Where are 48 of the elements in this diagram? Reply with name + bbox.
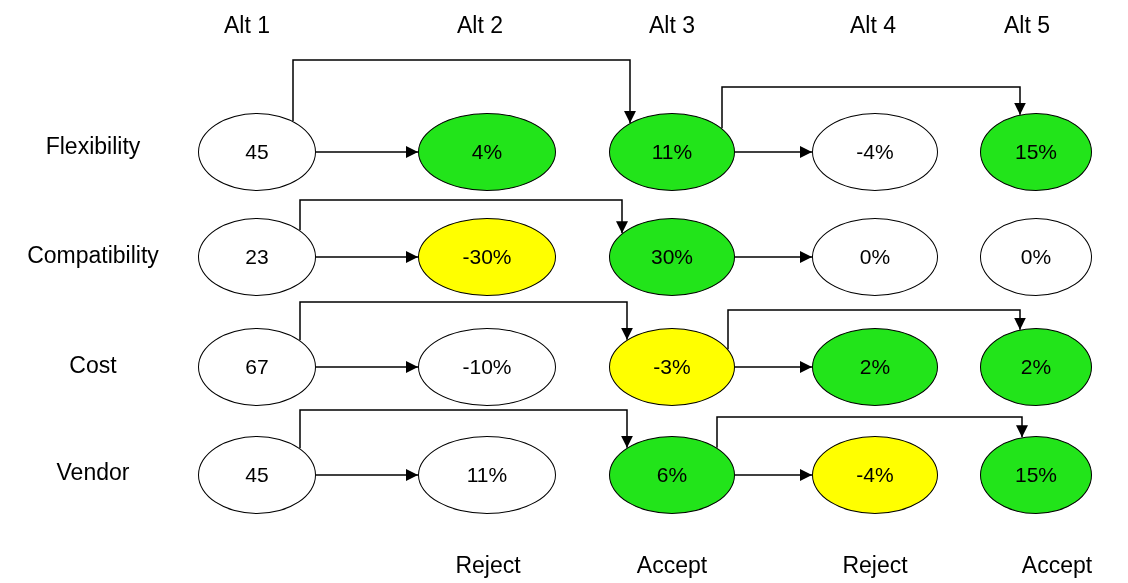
label: Accept — [1021, 551, 1093, 579]
value-text: -4% — [856, 140, 894, 164]
label: Cost — [69, 351, 117, 379]
arrow — [734, 251, 813, 263]
label: Compatibility — [27, 241, 159, 269]
label: Alt 2 — [457, 11, 503, 39]
value-text: 6% — [656, 463, 688, 487]
value-text: -30% — [462, 245, 512, 269]
label: Alt 5 — [1004, 11, 1050, 39]
arrow — [299, 199, 628, 234]
label: Vendor — [56, 458, 130, 486]
label: Alt 1 — [224, 11, 270, 39]
value-text: 15% — [1015, 463, 1057, 487]
label: Reject — [455, 551, 521, 579]
arrow — [299, 301, 633, 342]
arrow — [721, 86, 1026, 129]
arrow — [299, 409, 633, 450]
value-text: 0% — [859, 245, 891, 269]
value-text: 0% — [1020, 245, 1052, 269]
value-text: 23 — [245, 245, 269, 269]
arrow — [734, 361, 813, 373]
label: Alt 4 — [850, 11, 896, 39]
value-text: 15% — [1015, 140, 1057, 164]
label: Flexibility — [45, 132, 141, 160]
arrow — [315, 361, 419, 373]
value-text: 11% — [466, 463, 508, 487]
value-text: 11% — [651, 140, 693, 164]
arrow — [292, 59, 636, 124]
arrow — [727, 309, 1026, 350]
value-text: 2% — [1020, 355, 1052, 379]
arrow — [315, 146, 419, 158]
value-text: 4% — [471, 140, 503, 164]
value-text: 45 — [245, 140, 269, 164]
value-text: -3% — [653, 355, 691, 379]
arrow — [315, 251, 419, 263]
label: Reject — [842, 551, 908, 579]
label: Alt 3 — [649, 11, 695, 39]
label: Accept — [636, 551, 708, 579]
value-text: 67 — [245, 355, 269, 379]
value-text: -4% — [856, 463, 894, 487]
value-text: 45 — [245, 463, 269, 487]
value-text: 2% — [859, 355, 891, 379]
value-text: -10% — [462, 355, 512, 379]
arrow — [734, 469, 813, 481]
arrow — [315, 469, 419, 481]
arrow — [734, 146, 813, 158]
value-text: 30% — [651, 245, 693, 269]
arrow — [716, 416, 1028, 449]
